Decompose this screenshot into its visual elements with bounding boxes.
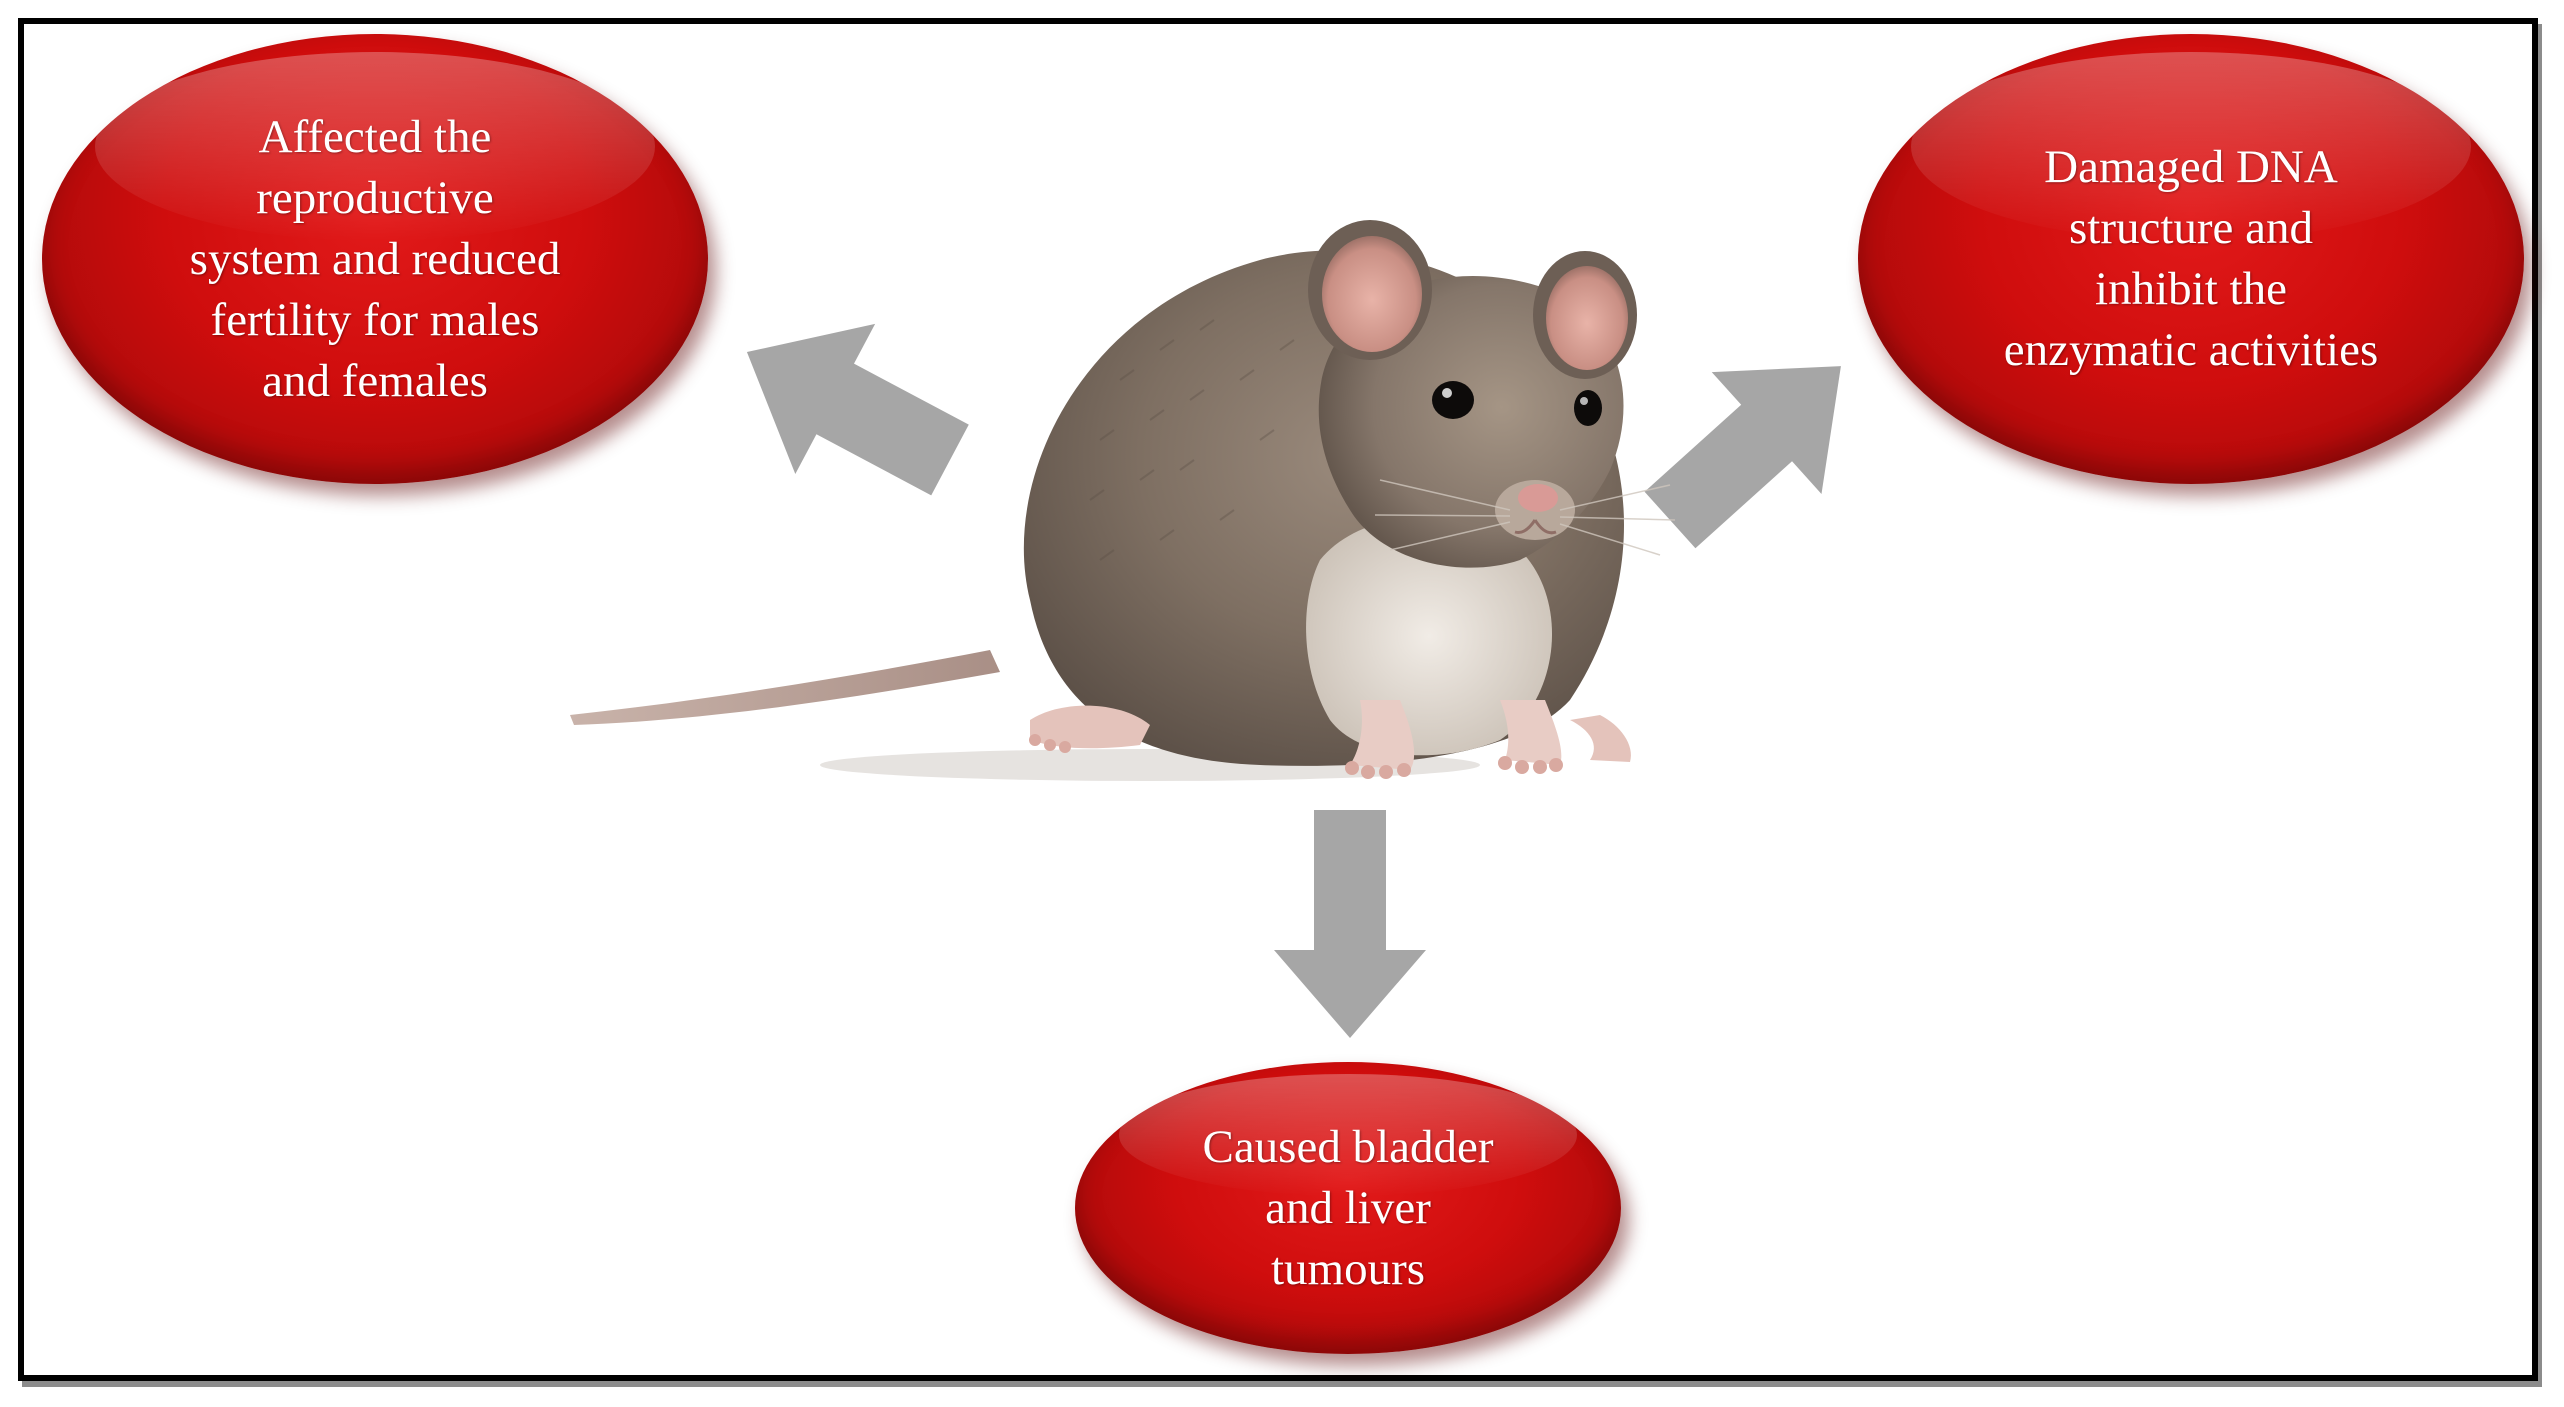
effect-bubble-tumours: Caused bladder and liver tumours: [1075, 1062, 1621, 1354]
arrow-left-icon: [746, 323, 969, 496]
effect-text-dna: Damaged DNA structure and inhibit the en…: [2003, 141, 2379, 376]
rat-icon: [570, 220, 1676, 781]
effect-bubble-reproductive: Affected the reproductive system and red…: [42, 34, 708, 484]
effect-bubble-dna: Damaged DNA structure and inhibit the en…: [1858, 34, 2524, 484]
arrow-right-icon: [1644, 366, 1841, 549]
arrow-down-icon: [1274, 810, 1426, 1038]
effect-text-reproductive: Affected the reproductive system and red…: [189, 110, 561, 407]
effect-text-tumours: Caused bladder and liver tumours: [1202, 1120, 1494, 1295]
